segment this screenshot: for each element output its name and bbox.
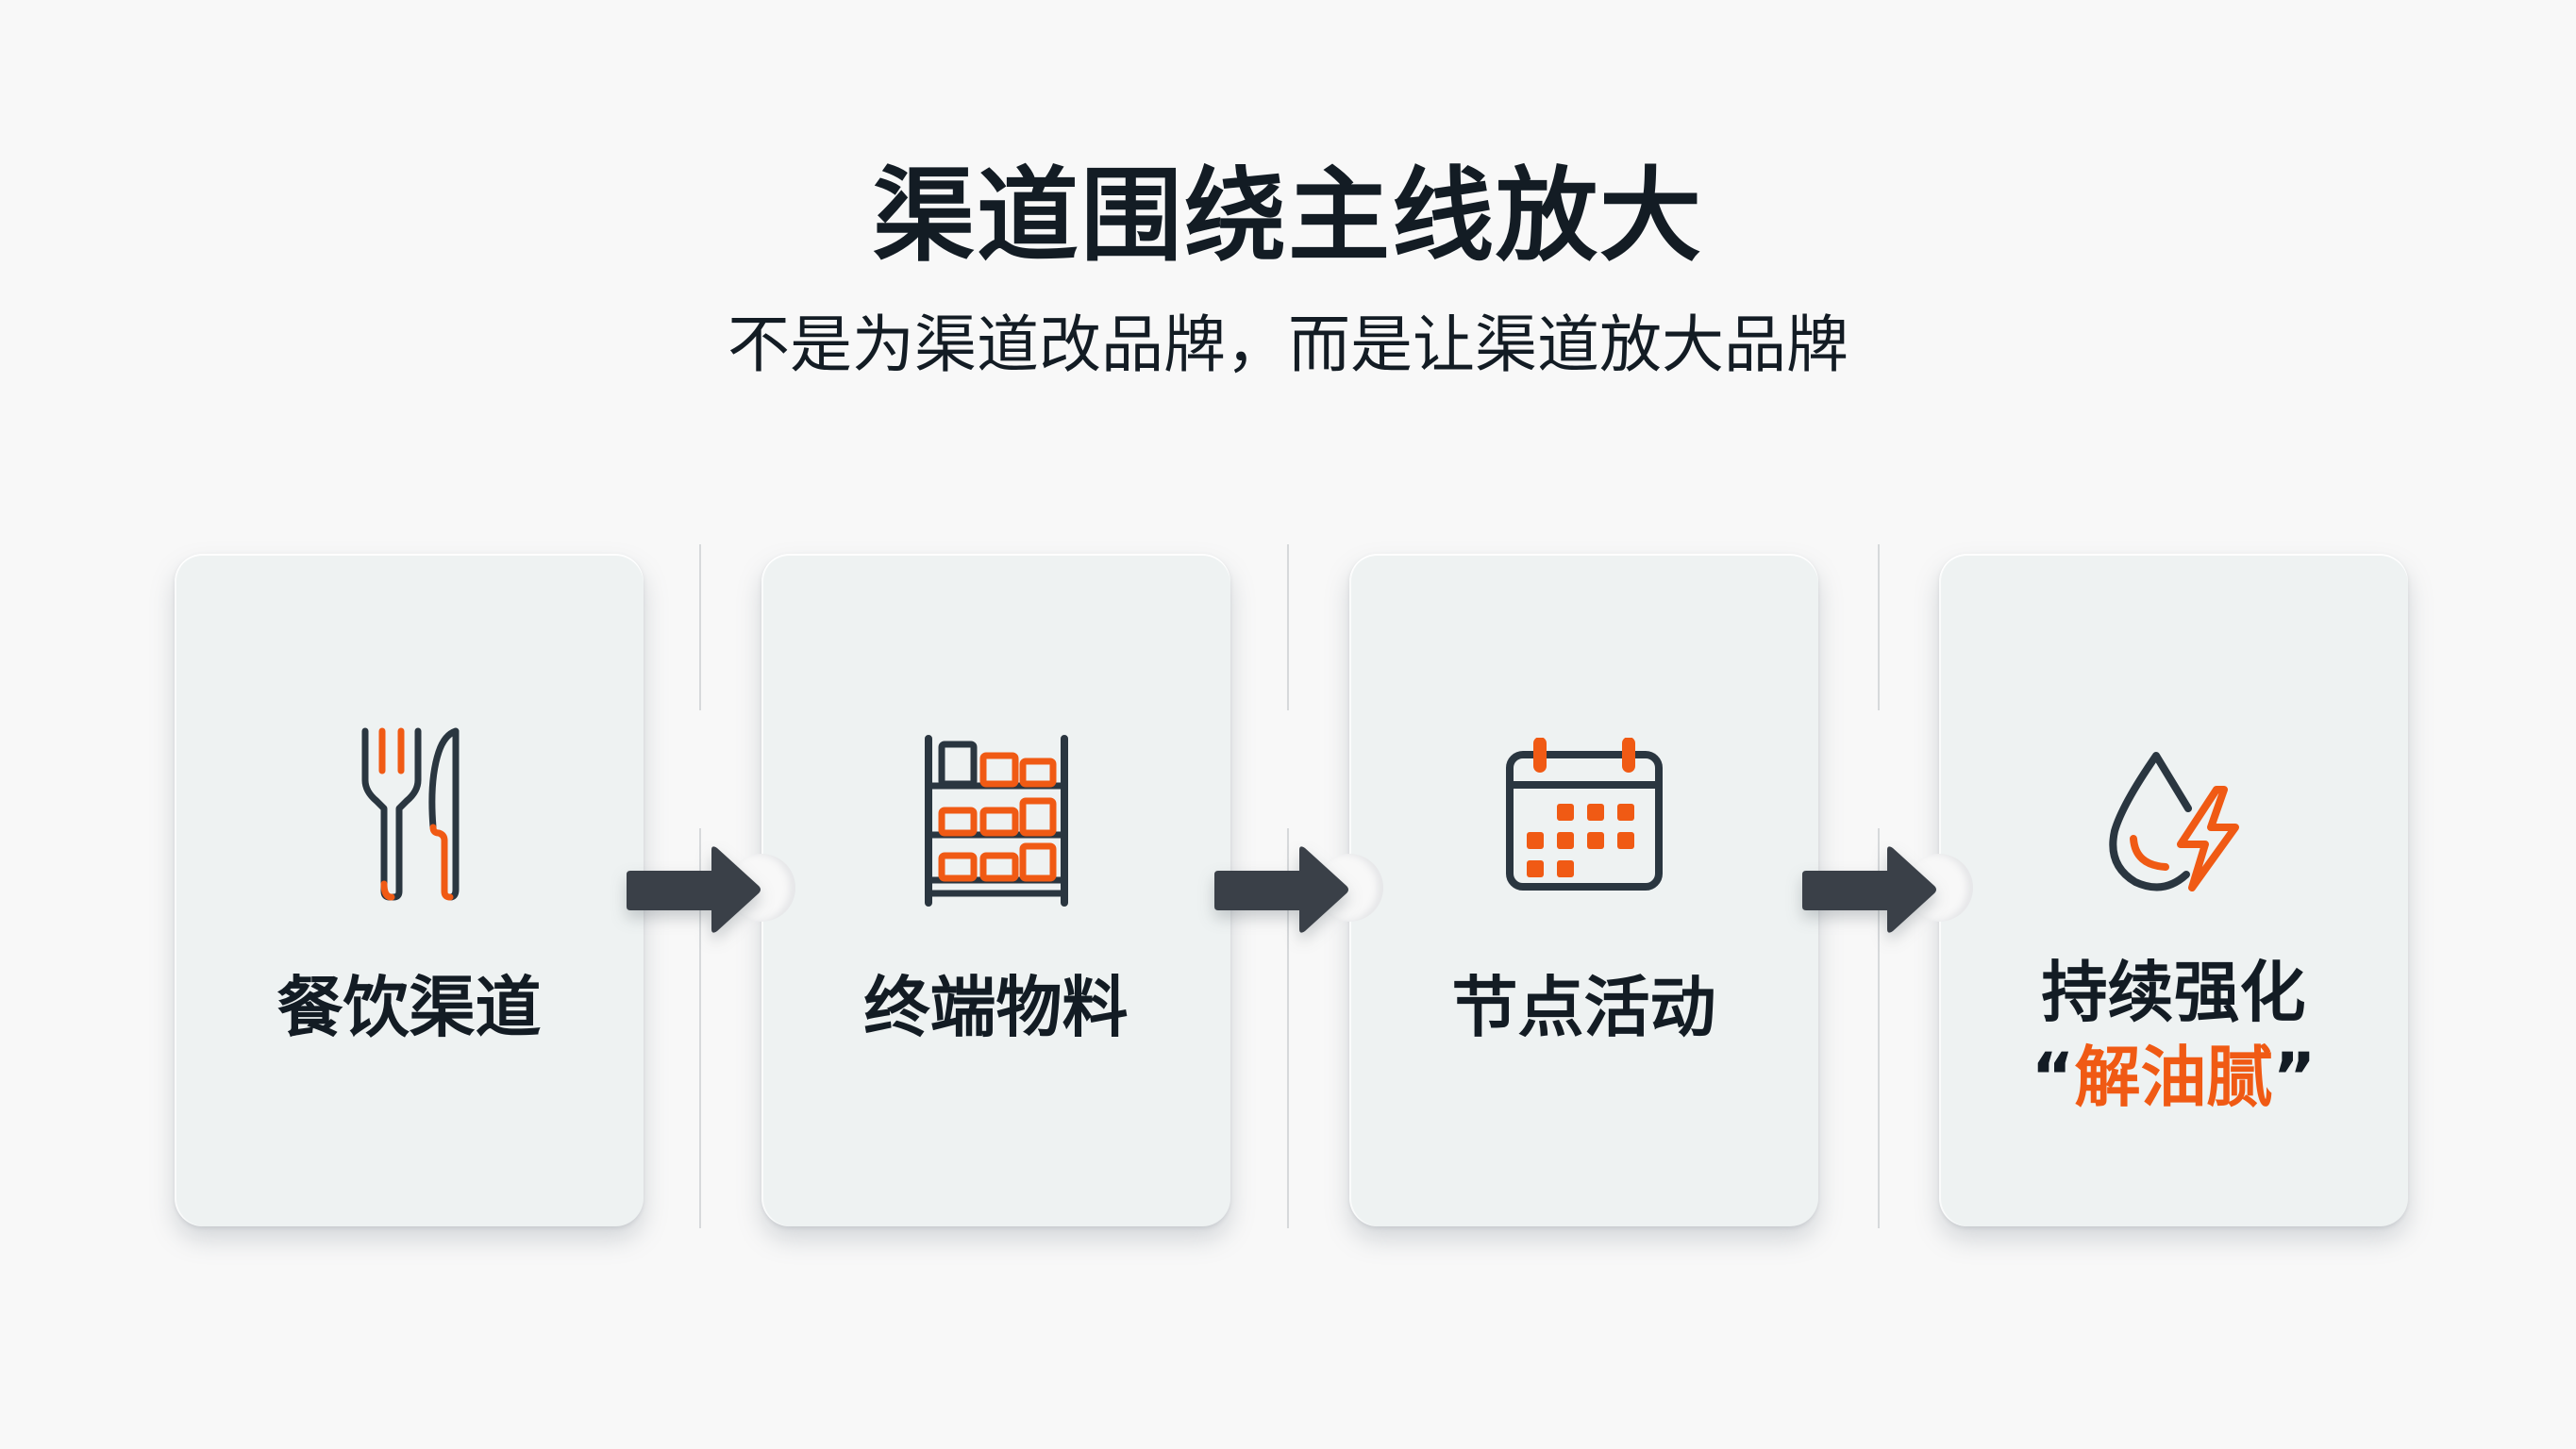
- arrow-right-icon: [1800, 842, 1940, 937]
- step-label: 节点活动: [1451, 969, 1716, 1046]
- step-label: 持续强化: [2041, 954, 2306, 1031]
- step-label: 终端物料: [863, 969, 1129, 1046]
- quote-open: “: [2031, 1039, 2075, 1116]
- fork-knife-icon: [358, 724, 461, 903]
- calendar-icon: [1504, 738, 1664, 893]
- step-card-continuous-reinforcement: 持续强化 “解油腻”: [1905, 554, 2408, 1226]
- divider: [699, 828, 701, 1228]
- arrow-right-icon: [1213, 842, 1352, 937]
- quote-close: ”: [2272, 1039, 2317, 1116]
- page-subtitle: 不是为渠道改品牌，而是让渠道放大品牌: [728, 308, 1848, 381]
- step-card-node-activities: 节点活动: [1315, 554, 1818, 1226]
- step-card-terminal-materials: 终端物料: [728, 554, 1230, 1226]
- divider: [1878, 828, 1880, 1228]
- step-card-dining-channel: 餐饮渠道: [175, 554, 644, 1226]
- step-label: 餐饮渠道: [276, 969, 542, 1046]
- highlight-text: 解油腻: [2074, 1039, 2273, 1116]
- arrow-right-icon: [625, 842, 764, 937]
- oil-drop-lightning-icon: [2094, 733, 2254, 893]
- page-title: 渠道围绕主线放大: [872, 158, 1703, 275]
- divider: [1287, 544, 1289, 710]
- divider: [699, 544, 701, 710]
- shelf-icon: [921, 733, 1072, 908]
- divider: [1287, 828, 1289, 1228]
- step-highlight: “解油腻”: [1939, 1035, 2408, 1120]
- divider: [1878, 544, 1880, 710]
